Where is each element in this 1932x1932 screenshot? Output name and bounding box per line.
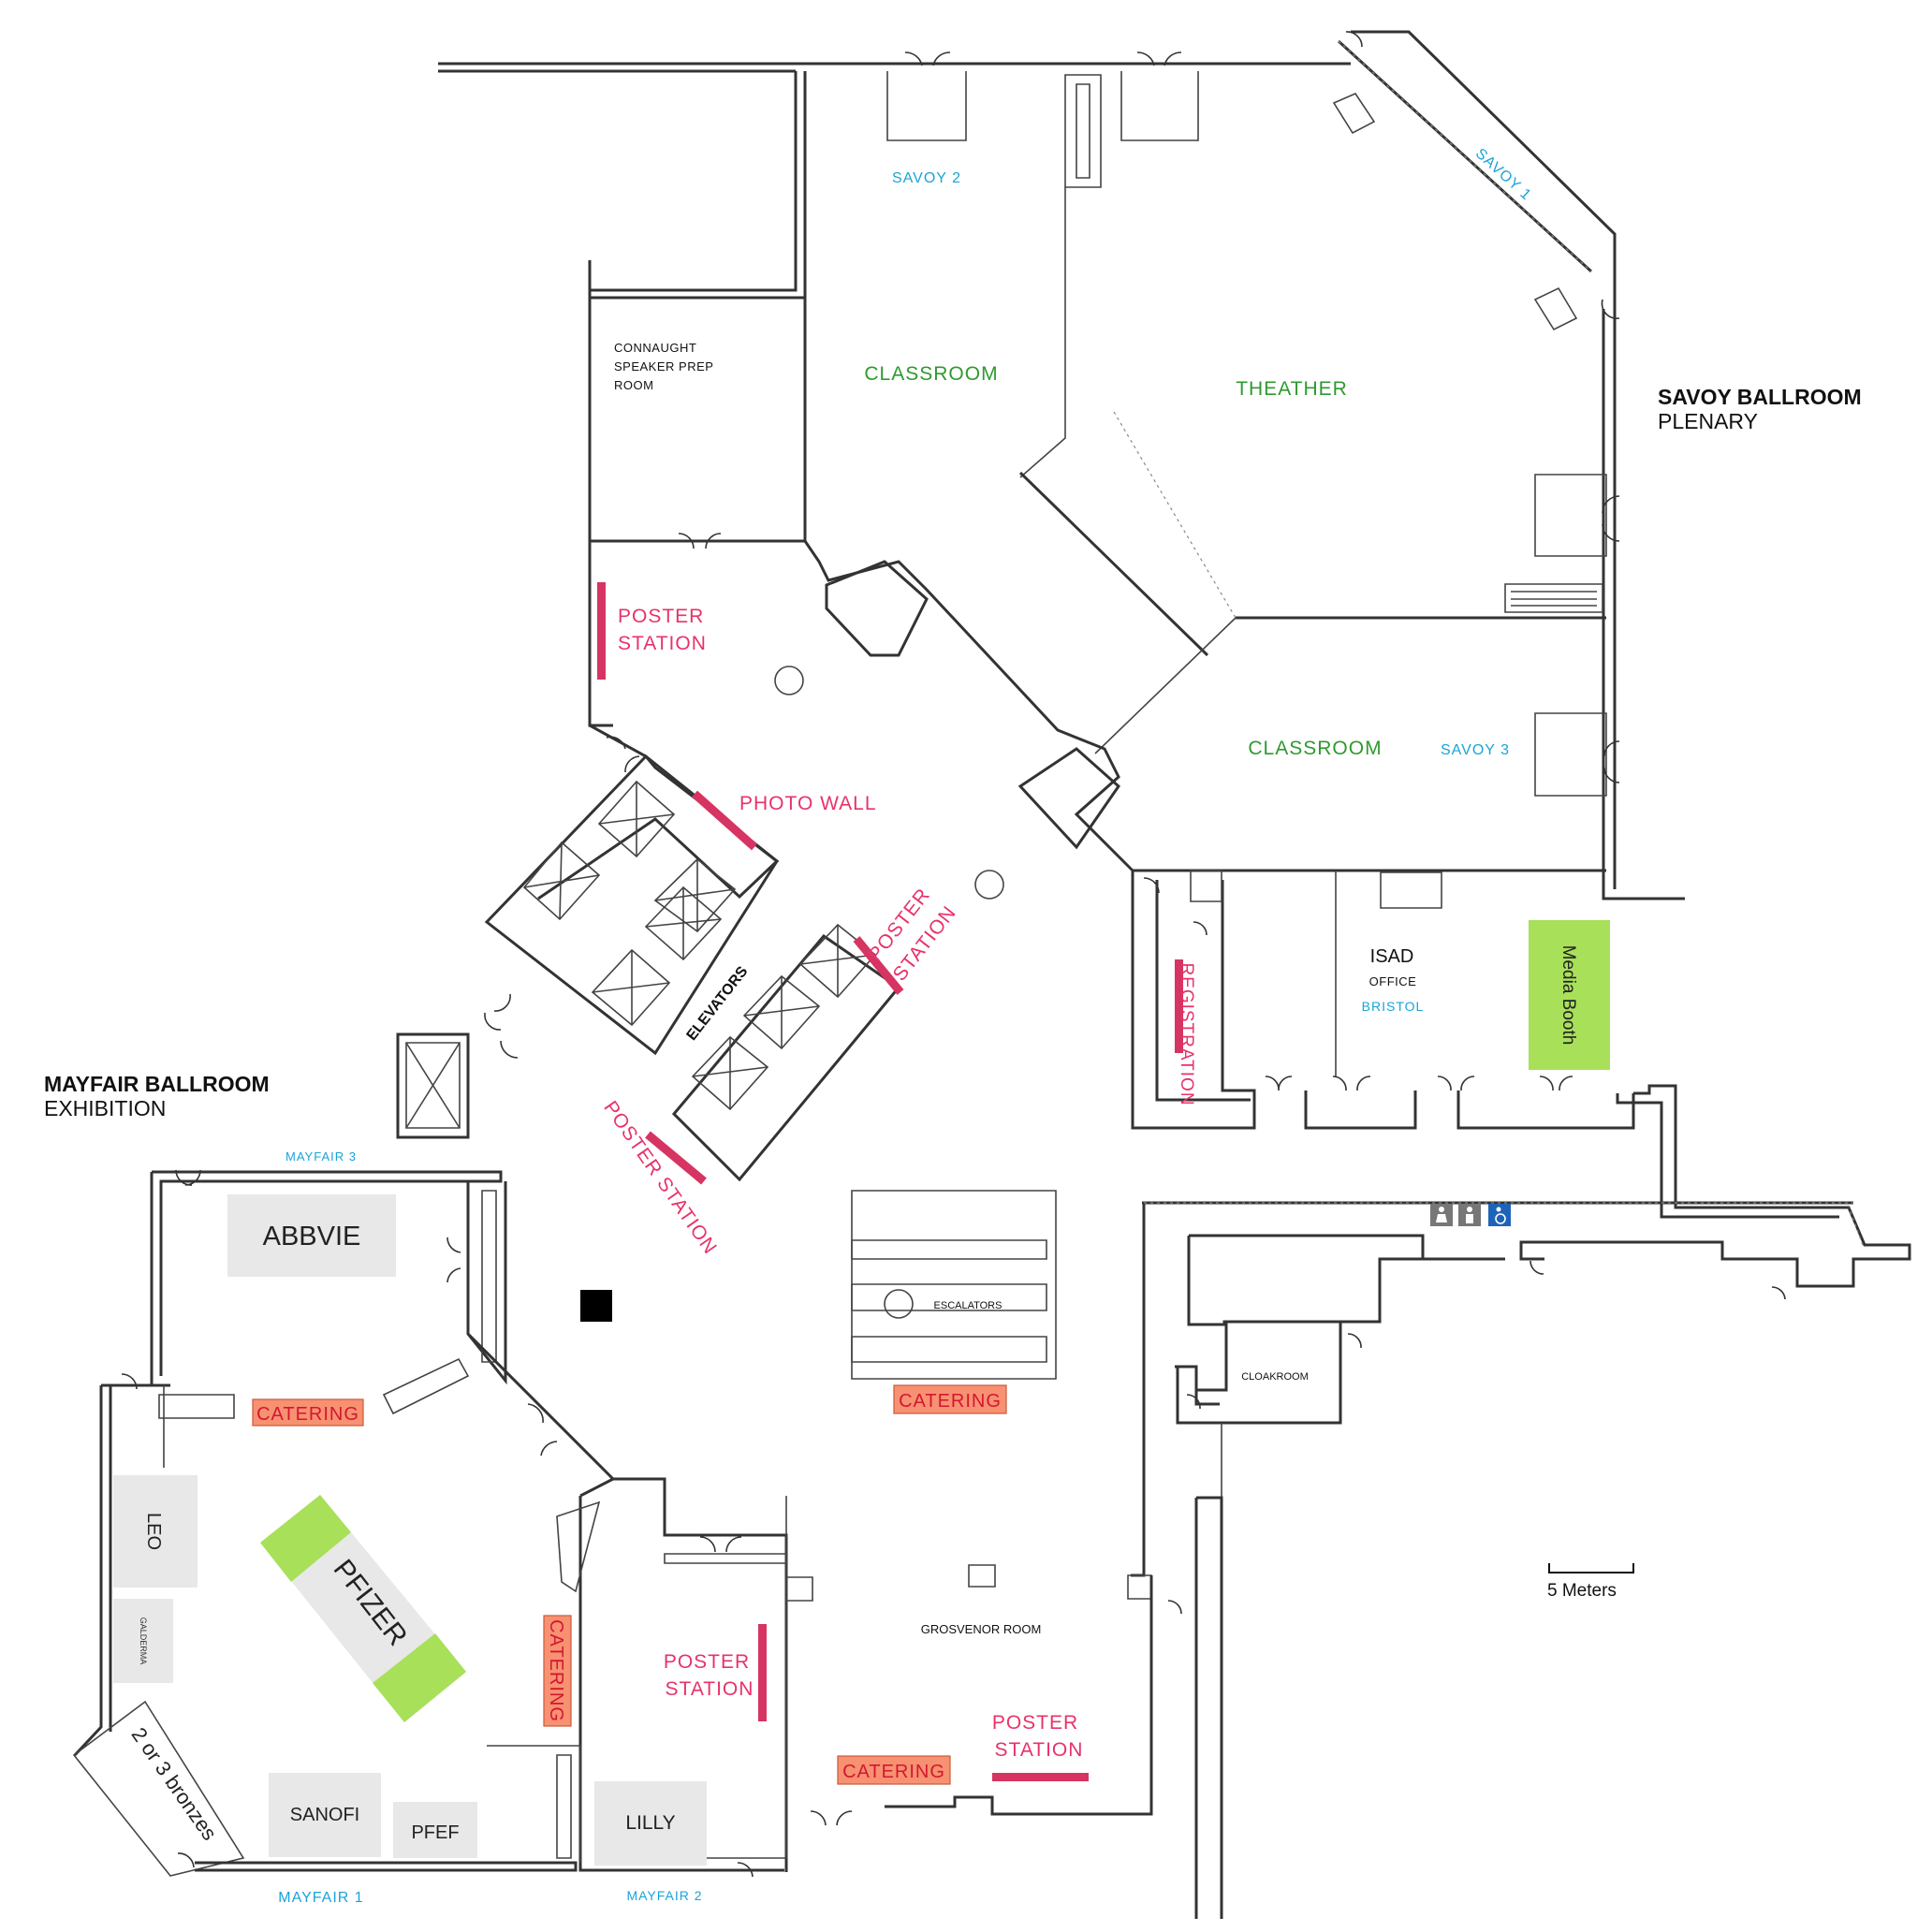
room-bristol: BRISTOL: [1362, 999, 1425, 1014]
catering-mayfair-side[interactable]: [543, 1615, 572, 1727]
booth-bronzes-label: 2 or 3 bronzes: [127, 1723, 222, 1845]
catering-grosvenor[interactable]: [837, 1755, 951, 1785]
poster-mayfair2-line2: STATION: [666, 1678, 754, 1700]
savoy-title: SAVOY BALLROOM: [1658, 385, 1862, 409]
grosvenor-label: GROSVENOR ROOM: [921, 1622, 1042, 1636]
mayfair-subtitle: EXHIBITION: [44, 1096, 166, 1120]
savoy-subtitle: PLENARY: [1658, 409, 1758, 433]
room-savoy2: SAVOY 2: [892, 170, 961, 186]
poster-mayfair2-line1: POSTER: [664, 1651, 750, 1673]
poster-bar-grosvenor: [992, 1773, 1089, 1781]
cloakroom-label: CLOAKROOM: [1241, 1371, 1309, 1383]
booth-galderma-label: GALDERMA: [139, 1617, 148, 1665]
room-connaught-3: ROOM: [614, 378, 653, 392]
room-mayfair2: MAYFAIR 2: [626, 1888, 702, 1903]
booth-lilly-label: LILLY: [625, 1812, 675, 1834]
booth-abbvie-label: ABBVIE: [263, 1222, 361, 1251]
booth-media-label: Media Booth: [1559, 945, 1578, 1046]
poster-top-line1: POSTER: [618, 606, 704, 627]
poster-bar-mayfair2: [758, 1624, 767, 1721]
catering-label-3: CATERING: [546, 1619, 566, 1722]
registration-bar: [1175, 959, 1183, 1053]
room-savoy1: SAVOY 1: [1472, 146, 1534, 204]
registration-label: REGISTRATION: [1177, 962, 1196, 1105]
room-mayfair1: MAYFAIR 1: [278, 1890, 363, 1906]
elevators-label: ELEVATORS: [683, 963, 751, 1044]
photo-wall-label: PHOTO WALL: [739, 793, 877, 814]
scale-bar: 5 Meters: [1547, 1563, 1634, 1601]
booth-galderma[interactable]: [113, 1599, 173, 1683]
catering-escalators[interactable]: [893, 1384, 1007, 1414]
room-mayfair3: MAYFAIR 3: [285, 1149, 357, 1164]
doors: [121, 31, 1786, 1878]
room-isad: ISAD: [1370, 946, 1414, 967]
booth-lilly[interactable]: [594, 1781, 707, 1866]
room-office: OFFICE: [1369, 974, 1417, 988]
poster-grosvenor-line2: STATION: [995, 1739, 1084, 1761]
elevator-cars: [522, 780, 877, 1111]
booth-leo-label: LEO: [143, 1513, 164, 1550]
catering-label-1: CATERING: [256, 1404, 359, 1425]
poster-top-line2: STATION: [618, 633, 707, 654]
mayfair-title: MAYFAIR BALLROOM: [44, 1072, 270, 1096]
photo-wall-bar: [692, 790, 757, 851]
restroom-icons: [1430, 1204, 1511, 1226]
booth-pfef[interactable]: [393, 1802, 477, 1858]
booths: ABBVIE LEO GALDERMA 2 or 3 bronzes PFIZE…: [113, 920, 1610, 1866]
room-classroom-top: CLASSROOM: [864, 363, 998, 385]
building-walls: [72, 30, 1911, 1919]
poster-bar-diagonal: [645, 1131, 707, 1185]
booth-pfizer[interactable]: [260, 1495, 466, 1722]
room-connaught-2: SPEAKER PREP: [614, 359, 713, 373]
catering-stations: CATERING CATERING CATERING CATERING: [252, 1384, 1007, 1785]
escalators-label: ESCALATORS: [934, 1300, 1003, 1311]
catering-mayfair-top[interactable]: [252, 1398, 364, 1427]
room-classroom-bottom: CLASSROOM: [1248, 738, 1382, 759]
booth-sanofi[interactable]: [269, 1773, 381, 1857]
poster-bar-top: [597, 582, 606, 680]
catering-label-4: CATERING: [842, 1762, 945, 1782]
poster-bars: [597, 582, 1183, 1781]
booth-leo[interactable]: [113, 1475, 198, 1588]
booth-pfef-label: PFEF: [411, 1822, 459, 1843]
room-connaught-1: CONNAUGHT: [614, 341, 696, 355]
room-savoy3: SAVOY 3: [1441, 742, 1510, 758]
poster-bar-elevators: [853, 936, 904, 995]
scale-label: 5 Meters: [1547, 1581, 1617, 1601]
catering-label-2: CATERING: [899, 1391, 1002, 1412]
room-theater: THEATHER: [1236, 378, 1348, 400]
booth-abbvie[interactable]: [227, 1194, 396, 1277]
booth-sanofi-label: SANOFI: [290, 1805, 359, 1825]
booth-media[interactable]: [1529, 920, 1610, 1070]
poster-grosvenor-line1: POSTER: [992, 1712, 1078, 1734]
